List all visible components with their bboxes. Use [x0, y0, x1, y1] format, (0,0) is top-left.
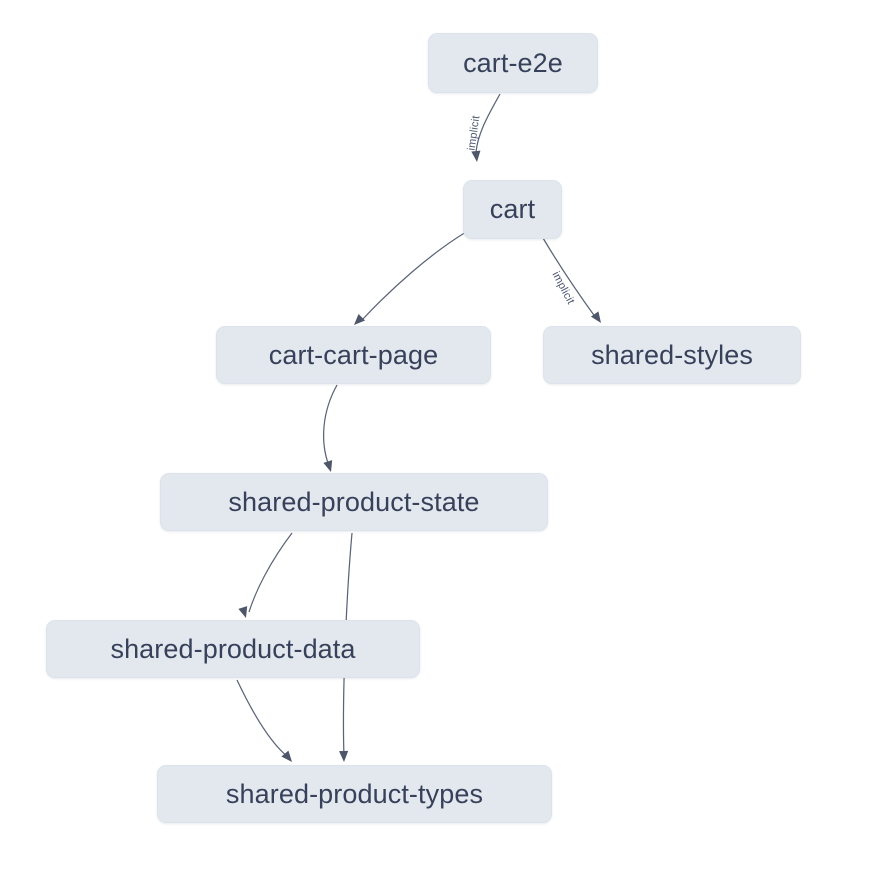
edge-arrowhead-icon: [339, 750, 349, 762]
graph-node-label: cart: [489, 194, 536, 224]
graph-edge: [361, 231, 467, 321]
graph-node-shared-product-types[interactable]: shared-product-types: [157, 765, 552, 823]
graph-node-label: cart-e2e: [463, 47, 563, 78]
graph-edge: [236, 679, 289, 758]
graph-node-label: shared-styles: [591, 339, 753, 370]
edge-arrowhead-icon: [323, 460, 333, 472]
graph-node-label: shared-product-data: [110, 633, 356, 664]
edge-arrowhead-icon: [238, 606, 248, 618]
graph-edge: [322, 384, 338, 467]
graph-node-cart[interactable]: cart: [463, 180, 562, 239]
graph-node-cart-e2e[interactable]: cart-e2e: [428, 33, 598, 93]
graph-node-shared-product-state[interactable]: shared-product-state: [160, 473, 548, 531]
graph-node-shared-product-data[interactable]: shared-product-data: [46, 620, 420, 678]
graph-edge: [475, 93, 501, 153]
edge-arrowhead-icon: [354, 313, 366, 325]
graph-node-label: cart-cart-page: [268, 339, 439, 370]
graph-node-label: shared-product-types: [225, 778, 484, 809]
graph-node-label: shared-product-state: [228, 486, 480, 517]
graph-edge: [542, 237, 597, 319]
graph-node-shared-styles[interactable]: shared-styles: [543, 326, 801, 384]
edge-arrowhead-icon: [471, 150, 481, 162]
graph-node-cart-cart-page[interactable]: cart-cart-page: [216, 326, 491, 384]
graph-edge: [248, 532, 293, 613]
edge-arrowhead-icon: [281, 750, 292, 762]
edge-arrowhead-icon: [590, 311, 601, 323]
